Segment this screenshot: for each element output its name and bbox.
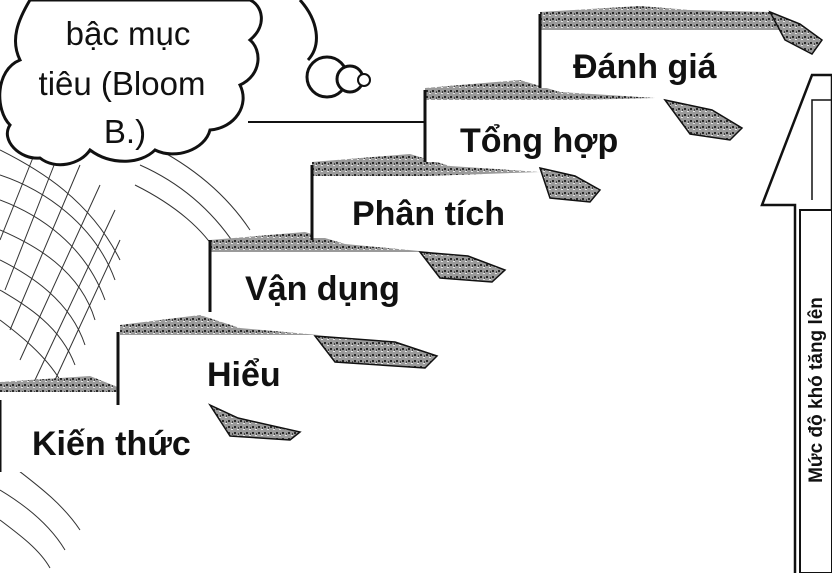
step-kien-thuc: Kiến thức: [0, 376, 302, 472]
step-label: Tổng hợp: [460, 122, 618, 160]
step-label: Hiểu: [207, 356, 281, 394]
step-van-dung: Vận dụng: [208, 232, 507, 312]
step-hieu: Hiểu: [116, 315, 439, 405]
difficulty-label-box: [799, 209, 832, 573]
thought-bubble-small: [357, 73, 371, 87]
step-label: Kiến thức: [32, 425, 191, 463]
step-label: Đánh giá: [573, 48, 717, 86]
cloud-line-3: B.): [104, 113, 146, 150]
difficulty-arrow: Mức độ khó tăng lên: [760, 73, 832, 573]
cloud-line-1: bậc mục: [66, 15, 191, 52]
feather-decoration: [0, 139, 251, 569]
step-label: Vận dụng: [245, 270, 400, 308]
thought-cloud: bậc mục tiêu (Bloom B.): [0, 0, 371, 167]
difficulty-label: Mức độ khó tăng lên: [806, 297, 827, 483]
step-label: Phân tích: [352, 195, 505, 233]
step-phan-tich: Phân tích: [310, 154, 602, 240]
cloud-line-2: tiêu (Bloom: [39, 65, 206, 102]
step-danh-gia: Đánh giá: [538, 6, 824, 88]
step-tong-hop: Tổng hợp: [423, 80, 744, 162]
